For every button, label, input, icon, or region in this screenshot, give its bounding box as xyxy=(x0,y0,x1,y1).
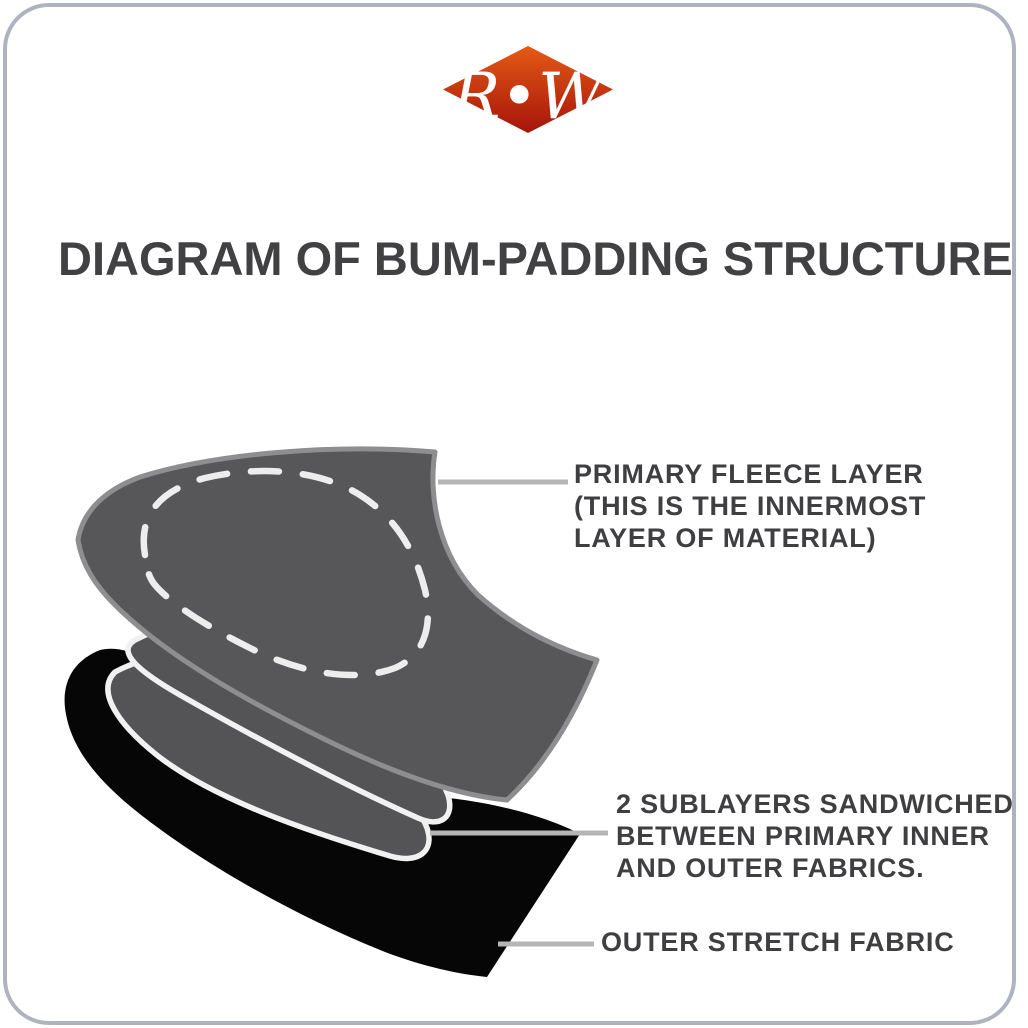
label-line: BETWEEN PRIMARY INNER xyxy=(616,821,990,851)
label-line: AND OUTER FABRICS. xyxy=(616,853,925,883)
rw-diamond-logo: R•W xyxy=(423,33,613,139)
label-primary-fleece-layer: PRIMARY FLEECE LAYER (THIS IS THE INNERM… xyxy=(574,458,926,554)
stitch-line xyxy=(140,467,432,679)
label-line: OUTER STRETCH FABRIC xyxy=(601,927,955,957)
label-line: LAYER OF MATERIAL) xyxy=(574,523,877,553)
logo-monogram: R•W xyxy=(451,60,609,134)
label-line: (THIS IS THE INNERMOST xyxy=(574,491,927,521)
rw-diamond-logo-icon: R•W xyxy=(443,46,613,134)
primary-fleece-layer-shape xyxy=(75,446,600,803)
label-sublayers: 2 SUBLAYERS SANDWICHED BETWEEN PRIMARY I… xyxy=(616,788,1014,884)
page-title: DIAGRAM OF BUM-PADDING STRUCTURE xyxy=(58,232,1013,285)
label-line: 2 SUBLAYERS SANDWICHED xyxy=(616,789,1014,819)
diamond-shape xyxy=(443,46,613,133)
label-line: PRIMARY FLEECE LAYER xyxy=(574,459,924,489)
label-outer-stretch-fabric: OUTER STRETCH FABRIC xyxy=(601,926,955,958)
